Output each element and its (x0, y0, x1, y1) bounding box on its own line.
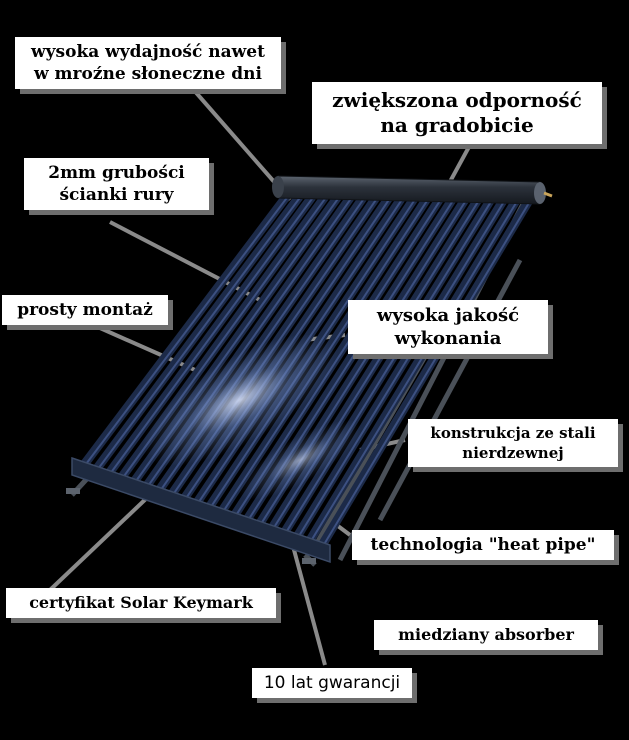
label-quality-line2: wykonania (394, 328, 502, 349)
label-wall-line1: 2mm grubości (48, 163, 185, 183)
vacuum-tube (275, 196, 495, 544)
label-mounting-line1: prosty montaż (17, 300, 153, 320)
sunlight-reflection (142, 334, 338, 466)
vacuum-tube-highlight (105, 196, 314, 480)
label-solar-keymark: certyfikat Solar Keymark (6, 588, 276, 618)
label-keymark-line1: certyfikat Solar Keymark (29, 593, 253, 612)
bottom-rail (71, 456, 331, 564)
label-steel-line1: konstrukcja ze stali (430, 424, 596, 442)
label-wall-thickness: 2mm grubości ścianki rury (24, 158, 209, 210)
vacuum-tube (313, 197, 533, 557)
label-quality-line1: wysoka jakość (376, 305, 520, 326)
vacuum-tube (75, 192, 291, 475)
vacuum-tube-highlight (318, 201, 531, 553)
vacuum-tube-highlight (80, 196, 289, 471)
vacuum-tube-highlight (93, 196, 302, 475)
vacuum-tube (88, 192, 304, 479)
label-stainless-steel: konstrukcja ze stali nierdzewnej (408, 419, 618, 467)
label-hail-line2: na gradobicie (380, 113, 534, 137)
vacuum-tube (288, 196, 508, 548)
label-build-quality: wysoka jakość wykonania (348, 300, 548, 354)
label-warranty: 10 lat gwarancji (252, 668, 412, 698)
pointer-keymark (48, 493, 152, 592)
label-copper-absorber: miedziany absorber (374, 620, 598, 650)
label-easy-mounting: prosty montaż (2, 295, 168, 325)
label-steel-line2: nierdzewnej (462, 444, 564, 462)
label-wall-line2: ścianki rury (59, 185, 174, 205)
pointer-warranty (288, 534, 327, 666)
label-efficiency-line2: w mroźne słoneczne dni (33, 64, 262, 84)
vacuum-tube (100, 193, 316, 484)
vacuum-tube-highlight (306, 201, 518, 549)
label-efficiency: wysoka wydajność nawet w mroźne słoneczn… (15, 37, 281, 89)
label-hail-line1: zwiększona odporność (332, 88, 582, 112)
label-warranty-line1: 10 lat gwarancji (263, 673, 401, 693)
label-heat-pipe: technologia "heat pipe" (352, 530, 614, 560)
header-manifold (272, 175, 553, 205)
vacuum-tube (300, 197, 520, 553)
vacuum-tube-highlight (293, 200, 505, 544)
vacuum-tube-highlight (281, 200, 493, 540)
label-heatpipe-line1: technologia "heat pipe" (370, 535, 596, 555)
label-copper-line1: miedziany absorber (398, 625, 574, 644)
mounting-feet (66, 488, 316, 564)
label-hail-resistance: zwiększona odporność na gradobicie (312, 82, 602, 144)
pointer-efficiency (183, 78, 292, 202)
label-efficiency-line1: wysoka wydajność nawet (31, 42, 265, 62)
